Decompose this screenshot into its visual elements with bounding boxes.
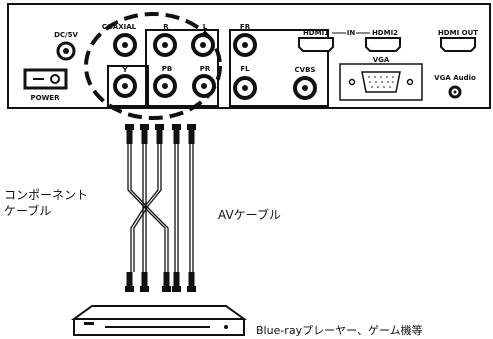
component-cable <box>127 144 169 272</box>
component-jacks-highlight <box>84 12 222 120</box>
av-cable <box>174 144 194 272</box>
y-jack <box>113 74 137 98</box>
av-cable-caption: AVケーブル <box>218 208 281 222</box>
cable-bottom-plugs <box>125 272 196 292</box>
l-jack <box>191 33 215 57</box>
vga-label: VGA <box>373 56 390 64</box>
fl-label: FL <box>240 65 250 73</box>
vga-audio-label: VGA Audio <box>434 74 476 82</box>
pr-jack <box>192 74 216 98</box>
pr-label: PR <box>200 65 211 73</box>
y-label: Y <box>121 66 128 74</box>
component-cable-caption-line2: ケーブル <box>4 204 52 218</box>
vga-bracket <box>339 63 423 101</box>
component-cable-caption-line1: コンポーネント <box>4 188 89 202</box>
l-label: L <box>203 23 208 31</box>
fr-jack <box>233 33 257 57</box>
component-bracket <box>145 29 219 107</box>
hdmi-out-label: HDMI OUT <box>438 29 478 37</box>
r-label: R <box>163 23 169 31</box>
coaxial-label: COAXIAL <box>102 23 137 31</box>
dc-label: DC/5V <box>54 31 78 39</box>
pb-label: PB <box>162 65 172 73</box>
dc-jack <box>56 41 76 61</box>
hdmi-in-1-label: HDMI1 <box>303 29 329 37</box>
vga-port <box>348 71 414 93</box>
power-label: POWER <box>31 94 61 102</box>
pb-jack <box>153 74 177 98</box>
power-switch <box>23 68 68 90</box>
cable-top-plugs <box>125 124 196 144</box>
audio-out-bracket <box>229 29 329 107</box>
y-bracket <box>107 65 149 107</box>
fl-jack <box>233 76 257 100</box>
vga-audio-jack <box>448 85 462 99</box>
bluray-player-illustration <box>70 305 248 336</box>
r-jack <box>153 33 177 57</box>
hdmi-in-1-port <box>298 37 334 52</box>
hdmi-in-2-port <box>365 37 401 52</box>
cvbs-jack <box>293 76 317 100</box>
hdmi-in-2-label: HDMI2 <box>372 29 398 37</box>
hdmi-out-port <box>440 37 476 52</box>
fr-label: FR <box>240 23 251 31</box>
coaxial-jack <box>113 33 137 57</box>
hdmi-in-label: IN <box>347 29 356 37</box>
cvbs-label: CVBS <box>295 66 316 74</box>
device-caption: Blue-rayプレーヤー、ゲーム機等 <box>256 324 423 337</box>
